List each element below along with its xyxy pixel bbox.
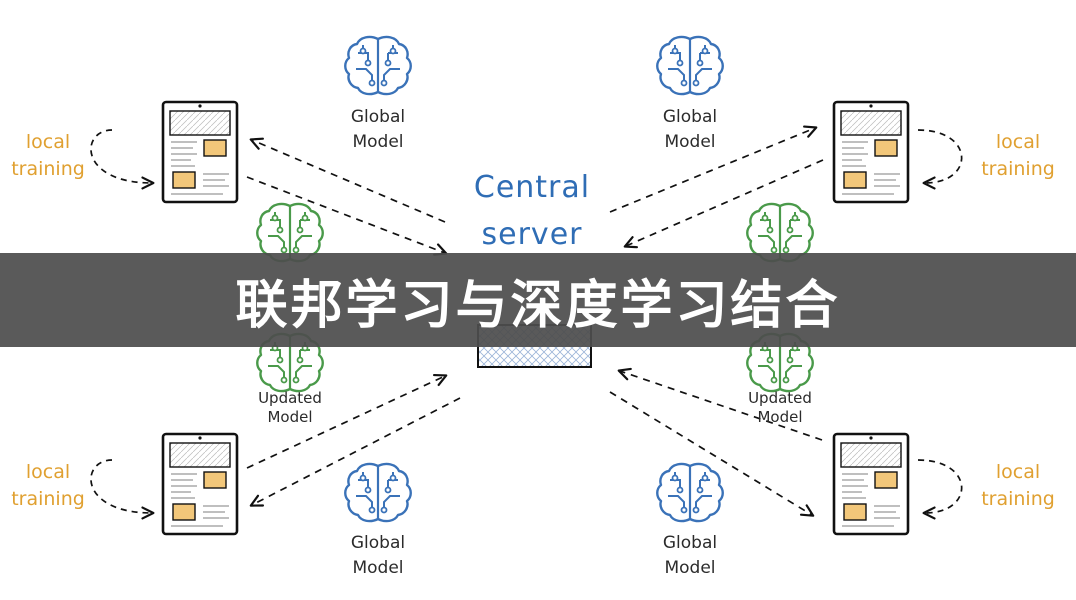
local-label-line2: training [11, 158, 85, 180]
brain-circuit-icon [344, 35, 412, 96]
loop-arrow-icon [917, 459, 963, 520]
dashed-arrow-icon [249, 137, 446, 223]
global-label-line2: Model [664, 132, 715, 152]
global-label-line2: Model [664, 558, 715, 578]
loop-arrow-icon [90, 129, 155, 190]
tablet-device-icon [161, 100, 239, 204]
tablet-device-icon [832, 432, 910, 536]
central-label-line1: Central [474, 170, 590, 205]
global-label-line1: Global [663, 533, 717, 553]
central-label-line2: server [482, 217, 583, 252]
local-label-line1: local [996, 461, 1040, 483]
title-banner: 联邦学习与深度学习结合 [0, 253, 1076, 347]
updated-label-line2: Model [757, 408, 802, 426]
brain-circuit-icon [656, 35, 724, 96]
local-label-line1: local [26, 461, 70, 483]
dashed-arrow-icon [623, 159, 824, 249]
banner-title: 联邦学习与深度学习结合 [235, 275, 841, 336]
brain-circuit-icon [656, 462, 724, 523]
dashed-arrow-icon [246, 176, 448, 256]
local-label-line1: local [996, 131, 1040, 153]
global-label-line2: Model [352, 558, 403, 578]
local-label-line1: local [26, 131, 70, 153]
dashed-arrow-icon [609, 391, 815, 517]
global-label-line1: Global [351, 533, 405, 553]
tablet-device-icon [832, 100, 910, 204]
global-label-line1: Global [351, 107, 405, 127]
global-label-line2: Model [352, 132, 403, 152]
tablet-device-icon [161, 432, 239, 536]
brain-circuit-icon [344, 462, 412, 523]
loop-arrow-group [90, 129, 963, 520]
loop-arrow-icon [917, 129, 963, 190]
updated-label-line1: Updated [748, 389, 812, 407]
local-label-line2: training [981, 158, 1055, 180]
updated-label-line2: Model [267, 408, 312, 426]
arrow-group [246, 125, 824, 517]
dashed-arrow-icon [609, 125, 818, 213]
updated-label-line1: Updated [258, 389, 322, 407]
dashed-arrow-icon [246, 373, 448, 469]
local-label-line2: training [981, 488, 1055, 510]
global-label-line1: Global [663, 107, 717, 127]
dashed-arrow-icon [617, 367, 823, 441]
local-label-line2: training [11, 488, 85, 510]
loop-arrow-icon [90, 459, 155, 520]
